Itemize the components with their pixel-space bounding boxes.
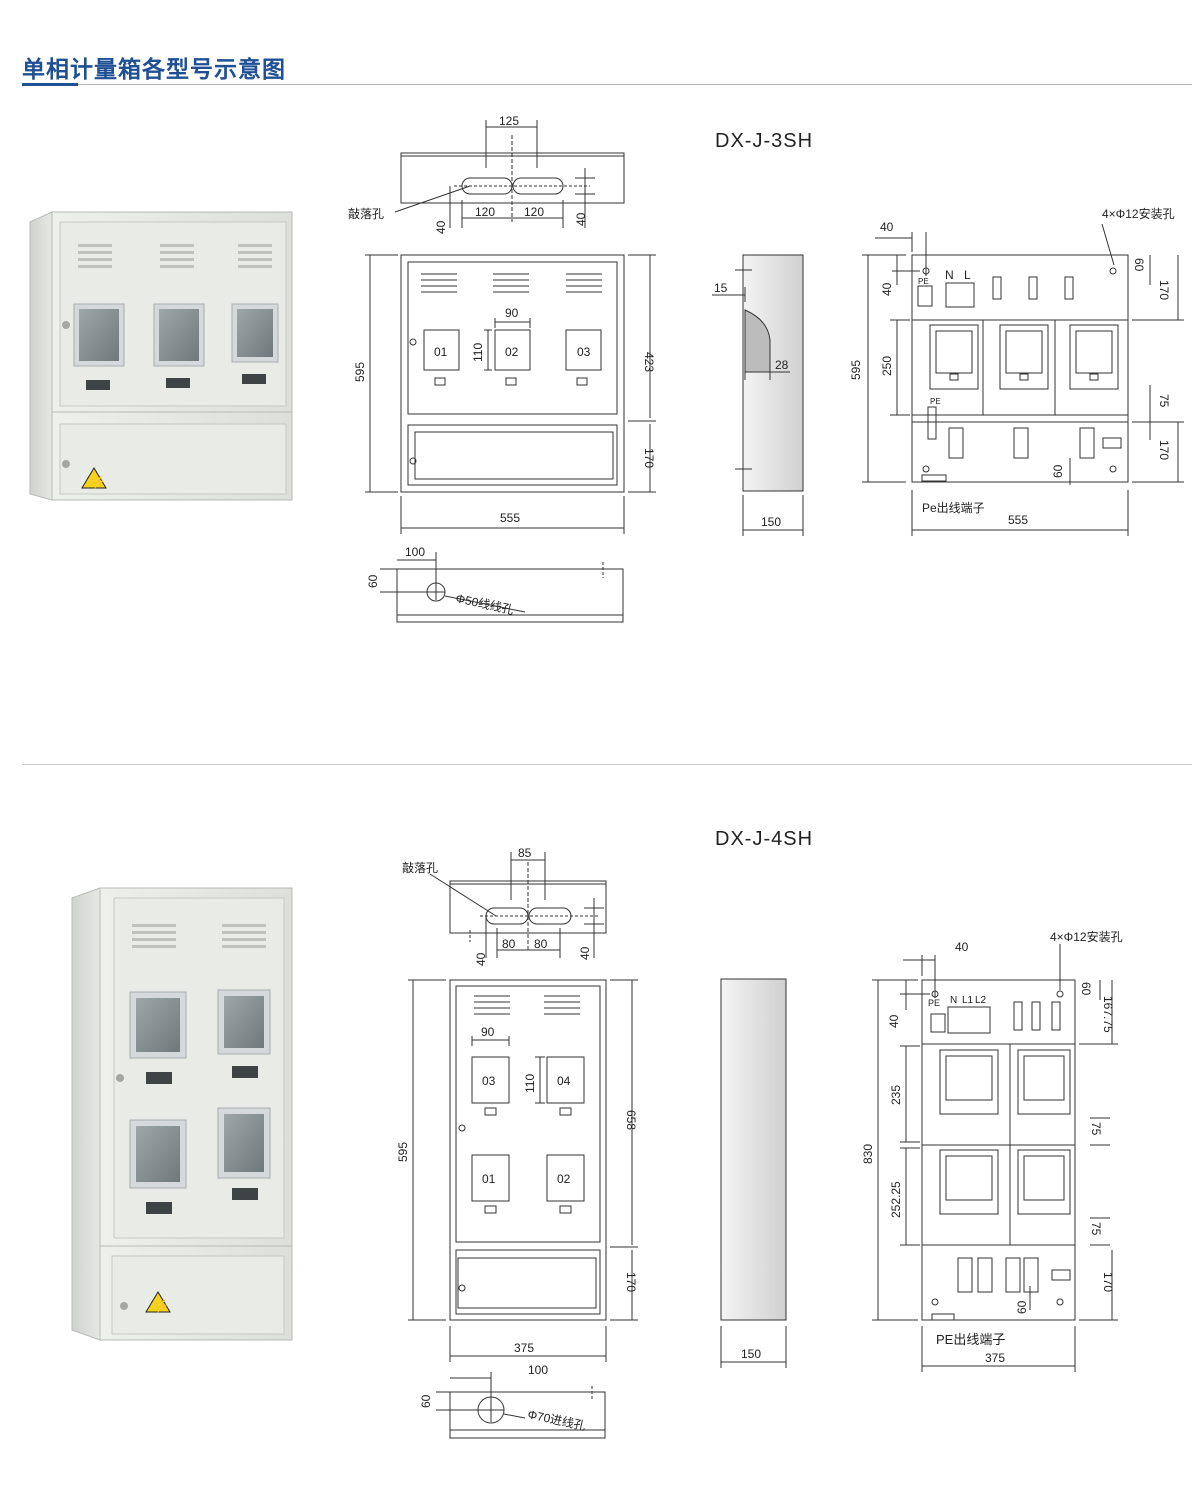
dim-int-width: 555 xyxy=(1008,513,1028,527)
dim-int-top-offset: 40 xyxy=(880,220,894,234)
dim-int-top-offset-4sh: 40 xyxy=(955,940,969,954)
dim-int-height-4sh: 830 xyxy=(861,1144,875,1164)
dim-int-gap2-4sh: 75 xyxy=(1089,1222,1103,1236)
side-view-3sh xyxy=(712,254,804,536)
dim-top-left-4sh: 80 xyxy=(502,937,516,951)
meter-03-label: 03 xyxy=(577,345,591,359)
dim-bottom-depth-3sh: 60 xyxy=(366,574,380,588)
dim-side-lip: 15 xyxy=(714,281,728,295)
front-view-3sh xyxy=(365,254,656,534)
l1-label-4sh: L1 xyxy=(962,995,974,1006)
dim-int-meter-zone1-4sh: 235 xyxy=(889,1085,903,1105)
dim-top-edge-left: 40 xyxy=(434,220,448,234)
pe-out-label-4sh: PE出线端子 xyxy=(936,1332,1005,1347)
meter-02-label: 02 xyxy=(505,345,519,359)
dim-int-bottom-zone-4sh: 170 xyxy=(1101,1272,1115,1292)
dim-int-width-4sh: 375 xyxy=(985,1351,1005,1365)
cabinet-photo-4sh: ⚡ xyxy=(71,887,293,1341)
dim-front-height: 595 xyxy=(353,362,367,382)
cable-hole-label-3sh: Φ50线线孔 xyxy=(454,591,515,617)
dim-int-meter-zone: 250 xyxy=(880,356,894,376)
model-label-4sh: DX-J-4SH xyxy=(715,828,814,850)
side-view-4sh xyxy=(720,978,787,1368)
dim-int-bottom-zone: 170 xyxy=(1157,440,1171,460)
dim-top-right-4sh: 80 xyxy=(534,937,548,951)
dim-side-window: 28 xyxy=(775,358,789,372)
dim-int-height: 595 xyxy=(849,360,863,380)
meter-02-label-4sh: 02 xyxy=(557,1172,571,1186)
dim-int-top-zone-4sh: 167.75 xyxy=(1101,996,1115,1033)
dim-window-width-4sh: 90 xyxy=(481,1025,495,1039)
pe-label-3sh: PE xyxy=(918,277,929,286)
dim-int-gap: 75 xyxy=(1157,394,1171,408)
n-label-4sh: N xyxy=(950,995,957,1006)
dim-int-left-offset: 40 xyxy=(880,282,894,296)
meter-01-label-4sh: 01 xyxy=(482,1172,496,1186)
n-label-3sh: N xyxy=(945,268,954,282)
cabinet-photo-3sh: ⚡ xyxy=(29,211,293,501)
dim-int-bottom-hole: 60 xyxy=(1051,464,1065,478)
dim-top-edge-right: 40 xyxy=(574,212,588,226)
dim-lower-height-4sh: 170 xyxy=(624,1272,638,1292)
dim-upper-height-4sh: 658 xyxy=(624,1110,638,1130)
internal-view-4sh xyxy=(872,944,1118,1372)
dim-int-top-zone: 170 xyxy=(1157,280,1171,300)
pe-label-4sh: PE xyxy=(928,998,940,1008)
top-view-4sh xyxy=(429,852,607,958)
dim-lower-height: 170 xyxy=(642,448,656,468)
dim-bottom-offset-4sh: 100 xyxy=(528,1363,548,1377)
dim-top-right: 120 xyxy=(524,205,544,219)
l2-label-4sh: L2 xyxy=(975,995,987,1006)
l-label-3sh: L xyxy=(964,268,971,282)
pe-out-label-3sh: Pe出线端子 xyxy=(922,501,985,515)
dim-window-height-4sh: 110 xyxy=(523,1074,537,1093)
dim-side-depth-4sh: 150 xyxy=(741,1347,761,1361)
dim-top-edge-left-4sh: 40 xyxy=(474,952,488,966)
meter-04-label-4sh: 04 xyxy=(557,1074,571,1088)
dim-top-spacing: 125 xyxy=(499,114,519,128)
dim-int-top-hole: 60 xyxy=(1132,258,1146,272)
cable-hole-label-4sh: Φ70进线孔 xyxy=(526,1407,587,1433)
svg-text:⚡: ⚡ xyxy=(154,1299,169,1313)
internal-view-3sh xyxy=(862,223,1184,536)
meter-03-label-4sh: 03 xyxy=(482,1074,496,1088)
dim-window-height: 110 xyxy=(471,343,485,362)
dim-int-meter-zone2-4sh: 252.25 xyxy=(889,1181,903,1218)
mount-holes-label-4sh: 4×Φ12安装孔 xyxy=(1050,929,1123,944)
knockout-label-3sh: 敲落孔 xyxy=(348,206,384,221)
dim-upper-height: 423 xyxy=(642,352,656,372)
front-view-4sh xyxy=(408,979,638,1362)
dim-top-spacing-4sh: 85 xyxy=(518,846,532,860)
dim-front-width: 555 xyxy=(500,511,520,525)
pe-bar-label-3sh: PE xyxy=(930,397,941,406)
dim-bottom-depth-4sh: 60 xyxy=(419,1394,433,1408)
page-title: 单相计量箱各型号示意图 xyxy=(22,57,286,83)
top-view-3sh xyxy=(394,120,625,228)
dim-front-height-4sh: 595 xyxy=(396,1142,410,1162)
dim-int-gap1-4sh: 75 xyxy=(1089,1122,1103,1136)
dim-top-edge-right-4sh: 40 xyxy=(578,946,592,960)
title-divider xyxy=(22,84,1192,85)
dim-int-left-offset-4sh: 40 xyxy=(887,1014,901,1028)
svg-text:⚡: ⚡ xyxy=(91,475,106,489)
dim-window-width: 90 xyxy=(505,306,519,320)
dim-front-width-4sh: 375 xyxy=(514,1341,534,1355)
dim-int-bottom-hole-4sh: 60 xyxy=(1015,1300,1029,1314)
dim-bottom-offset-3sh: 100 xyxy=(405,545,425,559)
dim-top-left: 120 xyxy=(475,205,495,219)
title-accent-bar xyxy=(22,83,78,86)
mount-holes-label-3sh: 4×Φ12安装孔 xyxy=(1102,206,1175,221)
knockout-label-4sh: 敲落孔 xyxy=(402,860,438,875)
bottom-view-3sh xyxy=(380,552,624,623)
bottom-view-4sh xyxy=(436,1372,606,1439)
meter-01-label: 01 xyxy=(434,345,448,359)
dim-side-depth: 150 xyxy=(761,515,781,529)
dim-int-top-hole-4sh: 60 xyxy=(1079,982,1093,996)
section-divider xyxy=(22,764,1192,765)
model-label-3sh: DX-J-3SH xyxy=(715,130,814,152)
